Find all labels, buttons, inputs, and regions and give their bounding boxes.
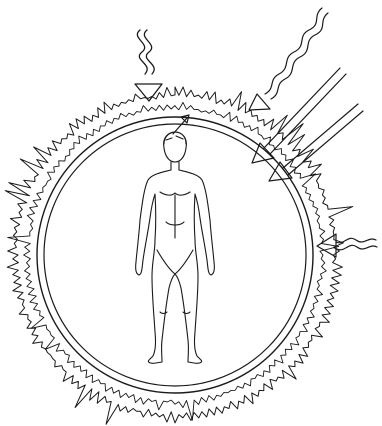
figure-hair xyxy=(164,132,186,144)
inner-boundary-circle xyxy=(44,124,306,386)
wavy-arrow-upper-right-tail-inner xyxy=(271,13,328,99)
beam-arrow-1-line-b xyxy=(270,74,346,154)
figure-neck xyxy=(171,162,179,170)
wavy-arrow-right-tail xyxy=(336,238,376,243)
beam-arrow-1 xyxy=(252,68,346,163)
wavy-arrow-upper-right xyxy=(249,8,328,110)
wavy-arrow-top-tail xyxy=(137,30,147,74)
head-arrow-tip xyxy=(181,115,189,123)
wavy-arrow-right-tail-inner xyxy=(337,245,377,250)
figure-knees xyxy=(160,312,190,314)
figure-hip-lines xyxy=(157,250,193,274)
wavy-arrow-top-tail-inner xyxy=(144,30,154,74)
human-figure xyxy=(136,132,215,363)
wavy-arrow-top xyxy=(135,30,162,101)
figure-chest-lines xyxy=(160,192,190,238)
wavy-arrow-upper-right-tail xyxy=(265,8,322,94)
wavy-arrow-right xyxy=(317,234,377,257)
beam-arrow-2-line-b xyxy=(288,111,363,175)
wavy-arrow-upper-right-head xyxy=(249,94,270,110)
